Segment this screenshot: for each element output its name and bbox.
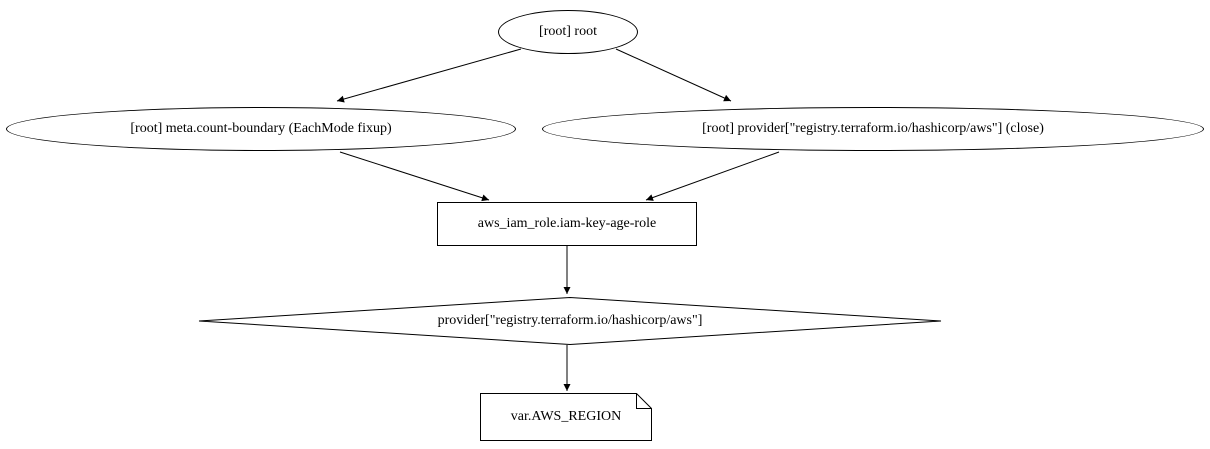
edge-provider-close-to-iam-role <box>645 151 780 201</box>
edge-root-to-provider-close <box>615 48 732 102</box>
edge-root-to-count-boundary <box>336 48 522 103</box>
node-provider: provider["registry.terraform.io/hashicor… <box>198 297 942 345</box>
node-iam-role-label: aws_iam_role.iam-key-age-role <box>477 216 657 232</box>
node-count-boundary: [root] meta.count-boundary (EachMode fix… <box>6 107 516 151</box>
node-root-label: [root] root <box>539 24 597 40</box>
edge-count-boundary-to-iam-role <box>339 151 490 202</box>
diamond-shape <box>198 297 942 345</box>
node-var-aws-region: var.AWS_REGION <box>480 393 652 441</box>
note-shape <box>480 393 652 441</box>
node-iam-role: aws_iam_role.iam-key-age-role <box>437 202 697 246</box>
node-provider-label: provider["registry.terraform.io/hashicor… <box>437 313 703 329</box>
node-var-aws-region-label: var.AWS_REGION <box>510 409 622 425</box>
node-count-boundary-label: [root] meta.count-boundary (EachMode fix… <box>130 121 392 137</box>
node-provider-close: [root] provider["registry.terraform.io/h… <box>542 107 1204 151</box>
node-root: [root] root <box>498 10 638 54</box>
node-provider-close-label: [root] provider["registry.terraform.io/h… <box>702 121 1044 137</box>
